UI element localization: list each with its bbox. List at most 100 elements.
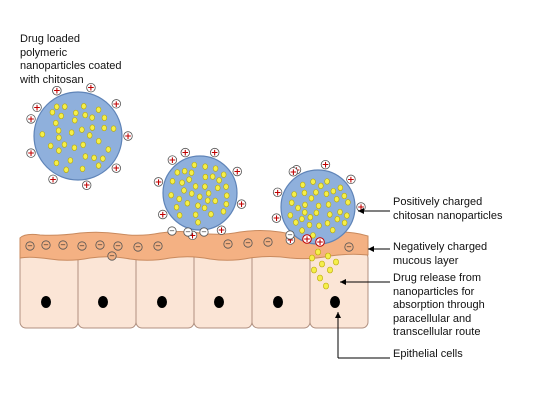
positive-charge-symbol: + xyxy=(273,214,281,224)
drug-molecule xyxy=(202,173,209,181)
positive-charge: + xyxy=(86,83,96,94)
drug-molecule xyxy=(56,134,62,141)
positive-charge: + xyxy=(26,148,36,159)
positive-charge-ring xyxy=(158,209,168,220)
negative-charge: − xyxy=(77,241,87,251)
negative-charge-symbol: − xyxy=(115,242,121,250)
drug-molecule xyxy=(289,199,295,206)
positive-charge-symbol: + xyxy=(290,168,298,178)
positive-charge-symbol: + xyxy=(357,203,365,213)
drug-molecule xyxy=(291,191,297,198)
mucus-negative-charges: −−−−−−−−−−−−− xyxy=(25,237,354,261)
drug-molecule xyxy=(63,166,69,173)
drug-molecule xyxy=(79,165,86,172)
epithelial-cell xyxy=(193,251,253,329)
drug-molecule xyxy=(324,178,330,185)
drug-molecule xyxy=(95,106,102,113)
positive-charge-ring xyxy=(272,187,283,197)
drug-molecule xyxy=(105,146,112,153)
negative-charge-symbol: − xyxy=(265,238,271,246)
drug-molecule xyxy=(176,212,183,219)
negative-charge-symbol: − xyxy=(225,240,231,248)
positive-charge-ring xyxy=(52,85,62,96)
positive-charge-ring xyxy=(81,180,92,190)
positive-charge-ring xyxy=(26,114,36,124)
drug-molecule xyxy=(313,209,320,216)
positive-charge-symbol: + xyxy=(83,181,91,191)
drug-molecule xyxy=(223,201,229,208)
positive-charge-symbol: + xyxy=(27,149,35,159)
drug-molecule xyxy=(201,204,208,212)
positive-charge-ring xyxy=(315,237,325,247)
negative-charge-symbol: − xyxy=(97,241,103,249)
positive-charge-symbol: + xyxy=(211,149,219,159)
positive-charge: + xyxy=(111,99,122,110)
drug-molecule xyxy=(306,221,313,229)
nanoparticle-title-label: Drug loaded polymeric nanoparticles coat… xyxy=(20,33,122,86)
positive-charge: + xyxy=(302,234,312,245)
drug-molecule xyxy=(300,181,306,189)
drug-molecule xyxy=(53,159,60,167)
positive-charge-ring xyxy=(288,167,299,177)
drug-molecule xyxy=(80,141,86,148)
nanoparticles: ++++++++++++++++++++−−−++++++++−++ xyxy=(26,83,366,248)
drug-molecule xyxy=(58,112,64,120)
positive-charge-symbol: + xyxy=(274,188,282,198)
drug-molecule xyxy=(337,184,344,191)
negative-charge: − xyxy=(199,227,209,237)
drug-molecule xyxy=(215,184,221,192)
negative-charge-symbol: − xyxy=(79,242,85,250)
arrow-head xyxy=(340,279,346,285)
drug-molecule xyxy=(81,103,87,110)
epithelial-cell xyxy=(135,251,195,329)
negative-charge: − xyxy=(25,241,35,251)
positive-charge-ring xyxy=(302,234,312,244)
drug-molecule xyxy=(316,222,322,229)
negative-charge-symbol: − xyxy=(201,228,207,236)
positive-charge: + xyxy=(111,163,122,174)
drug-molecule xyxy=(224,192,230,199)
epithelial-cell xyxy=(251,251,311,329)
drug-release-label: Drug release from nanoparticles for abso… xyxy=(393,272,485,338)
drug-molecule xyxy=(55,127,62,134)
drug-molecule xyxy=(48,142,54,150)
positive-charge-symbol: + xyxy=(287,236,295,246)
drug-molecule xyxy=(327,211,333,218)
cell-nucleus xyxy=(41,296,51,308)
drug-molecule xyxy=(67,157,74,164)
positive-charge-symbol: + xyxy=(322,161,330,171)
negative-charge-symbol: − xyxy=(109,252,115,260)
drug-molecule xyxy=(89,114,95,121)
positive-charge-symbol: + xyxy=(87,84,95,94)
positive-nanoparticle-label: Positively charged chitosan nanoparticle… xyxy=(393,196,503,222)
positive-charge: + xyxy=(32,102,42,113)
released-drug-molecule xyxy=(319,260,325,268)
negative-charge-symbol: − xyxy=(155,242,161,250)
positive-charge-ring xyxy=(210,147,220,158)
drug-molecule xyxy=(91,154,97,161)
positive-charge: + xyxy=(52,85,62,97)
negative-charge-ring xyxy=(199,227,209,237)
positive-charge: + xyxy=(272,187,283,198)
drug-molecule xyxy=(186,176,192,183)
positive-charge-symbol: + xyxy=(218,226,226,236)
released-drug-molecule xyxy=(309,254,315,262)
drug-molecule xyxy=(208,211,214,218)
drug-molecule xyxy=(82,111,88,119)
epithelial-cell xyxy=(77,251,137,329)
drug-molecule xyxy=(293,219,299,226)
negative-charge: − xyxy=(263,237,273,247)
drug-molecule xyxy=(323,190,330,197)
drug-molecule xyxy=(313,189,319,196)
negative-charge-symbol: − xyxy=(60,241,66,249)
negative-charge: − xyxy=(113,241,123,251)
negative-charge-ring xyxy=(58,240,68,250)
drug-molecule xyxy=(95,162,102,169)
drug-molecule xyxy=(325,201,332,208)
drug-molecule xyxy=(87,132,93,139)
negative-charge-symbol: − xyxy=(287,231,293,239)
positive-charge-ring xyxy=(180,147,190,158)
positive-charge-symbol: + xyxy=(238,200,246,210)
negative-charge-ring xyxy=(25,241,35,251)
